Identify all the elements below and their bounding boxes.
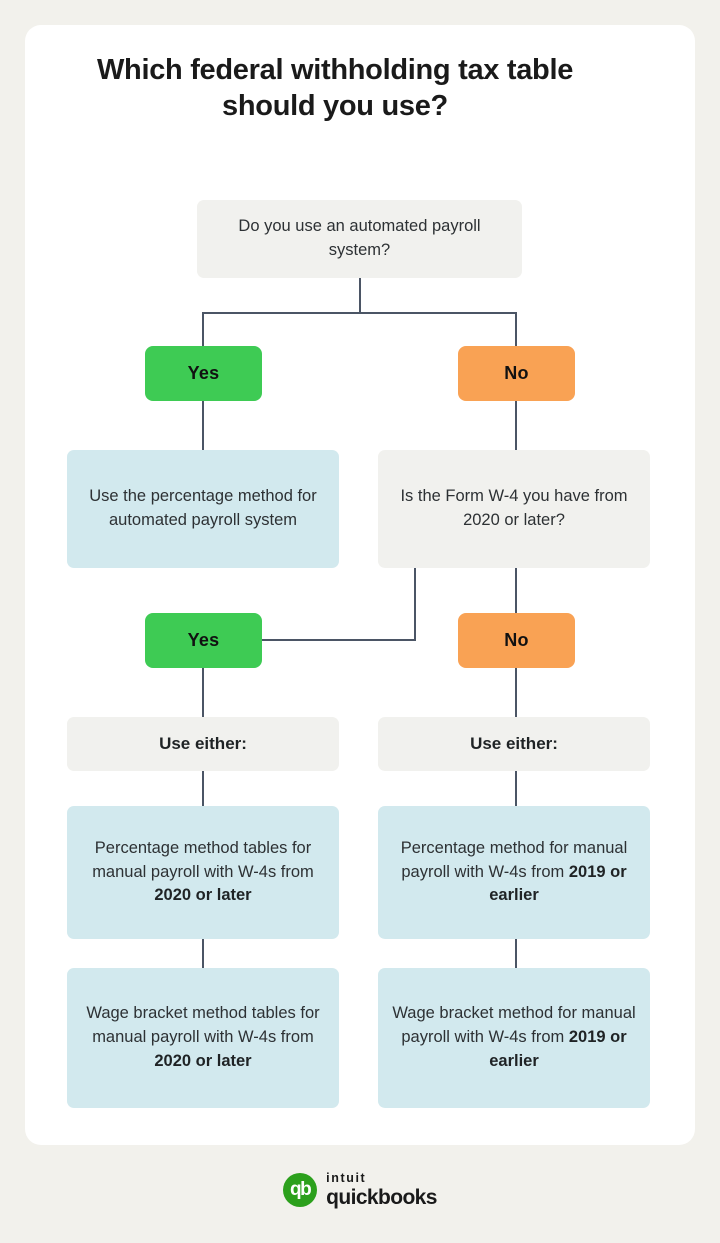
connector-to-no-1: [515, 312, 517, 347]
left-option-2-box: Wage bracket method tables for manual pa…: [67, 968, 339, 1108]
connector-root-split: [202, 312, 517, 314]
right-use-either-box: Use either:: [378, 717, 650, 771]
left-option-2-pre: Wage bracket method tables for manual pa…: [86, 1004, 320, 1047]
right-option-2-bold: 2019 or earlier: [489, 1028, 627, 1070]
connector-root-stem: [359, 278, 361, 313]
yes-outcome-text: Use the percentage method for automated …: [89, 487, 317, 529]
logo-intuit-text: intuit: [326, 1171, 367, 1185]
answer-pill-yes-2: Yes: [145, 613, 262, 668]
yes-outcome-box: Use the percentage method for automated …: [67, 450, 339, 568]
connector-q2-yes-drop: [414, 568, 416, 640]
connector-left-option1-down: [202, 939, 204, 969]
answer-pill-yes-1-label: Yes: [187, 363, 220, 384]
logo-wordmark: intuit quickbooks: [326, 1172, 437, 1208]
connector-yes1-to-outcome: [202, 401, 204, 451]
right-option-1-text: Percentage method for manual payroll wit…: [392, 837, 636, 909]
quickbooks-logo-icon: qb: [283, 1172, 318, 1207]
left-use-either-box: Use either:: [67, 717, 339, 771]
connector-no1-to-question2: [515, 401, 517, 451]
answer-pill-no-1: No: [458, 346, 575, 401]
connector-q2-yes-arm: [261, 639, 416, 641]
right-option-2-text: Wage bracket method for manual payroll w…: [392, 1002, 636, 1074]
left-option-1-box: Percentage method tables for manual payr…: [67, 806, 339, 939]
connector-left-useeither-down: [202, 771, 204, 807]
connector-q2-no-drop: [515, 568, 517, 614]
second-question-box: Is the Form W-4 you have from 2020 or la…: [378, 450, 650, 568]
left-option-1-bold: 2020 or later: [154, 886, 252, 905]
left-option-1-pre: Percentage method tables for manual payr…: [92, 838, 314, 881]
right-use-either-label: Use either:: [470, 733, 558, 753]
right-option-1-box: Percentage method for manual payroll wit…: [378, 806, 650, 939]
right-option-1-pre: Percentage method for manual payroll wit…: [400, 838, 628, 881]
connector-right-useeither-down: [515, 771, 517, 807]
right-option-2-pre: Wage bracket method for manual payroll w…: [392, 1004, 636, 1047]
root-question-text: Do you use an automated payroll system?: [238, 217, 481, 259]
left-option-2-bold: 2020 or later: [154, 1051, 252, 1070]
connector-right-option1-down: [515, 939, 517, 969]
left-option-2-text: Wage bracket method tables for manual pa…: [81, 1002, 325, 1074]
answer-pill-yes-1: Yes: [145, 346, 262, 401]
right-option-2-box: Wage bracket method for manual payroll w…: [378, 968, 650, 1108]
second-question-text: Is the Form W-4 you have from 2020 or la…: [400, 487, 628, 529]
quickbooks-logo: qb intuit quickbooks: [0, 1172, 720, 1208]
answer-pill-no-2: No: [458, 613, 575, 668]
answer-pill-no-2-label: No: [504, 630, 529, 651]
right-option-1-bold: 2019 or earlier: [489, 862, 627, 905]
connector-no2-to-useeither: [515, 668, 517, 718]
connector-to-yes-1: [202, 312, 204, 347]
answer-pill-no-1-label: No: [504, 363, 529, 384]
connector-yes2-to-useeither: [202, 668, 204, 718]
answer-pill-yes-2-label: Yes: [187, 630, 220, 651]
root-question-box: Do you use an automated payroll system?: [197, 200, 522, 278]
left-use-either-label: Use either:: [159, 733, 247, 753]
page-title: Which federal withholding tax table shou…: [96, 54, 574, 123]
left-option-1-text: Percentage method tables for manual payr…: [81, 837, 325, 909]
logo-quickbooks-text: quickbooks: [326, 1185, 437, 1209]
